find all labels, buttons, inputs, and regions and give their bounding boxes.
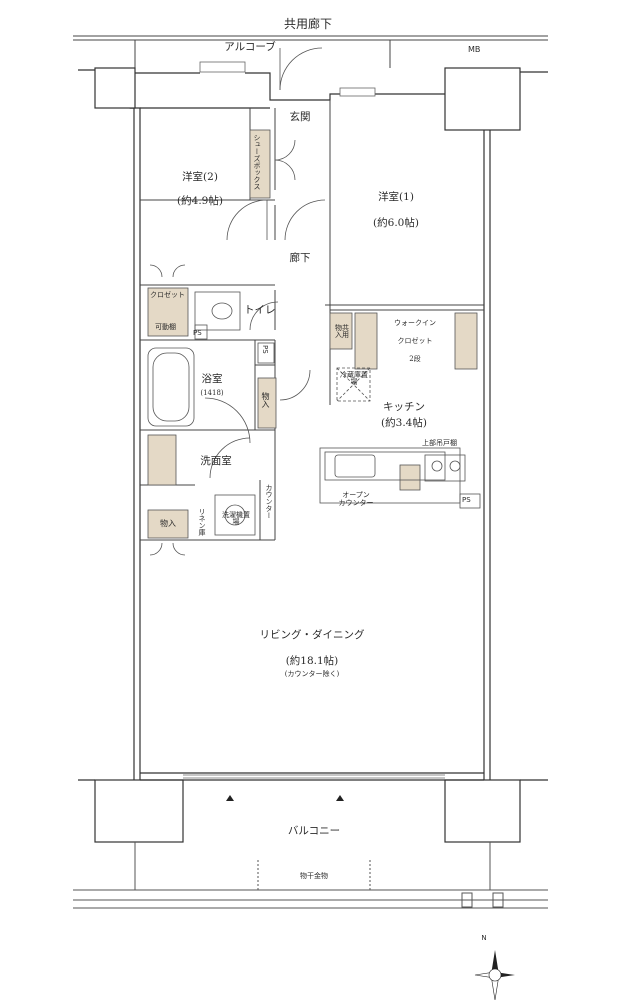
- linen-label: リネン庫: [198, 508, 206, 536]
- window-arrows: [226, 795, 344, 801]
- ldk-name: リビング・ダイニング: [259, 629, 365, 641]
- balcony: [73, 842, 548, 909]
- storage-label: 物入: [261, 392, 270, 408]
- toilet-label: トイレ: [244, 304, 276, 316]
- ps-vertical-label: PS: [261, 345, 269, 354]
- storage-shared-label: 物共入用: [335, 324, 349, 339]
- storage2-label: 物入: [160, 519, 176, 528]
- corridor-label: 共用廊下: [283, 17, 333, 31]
- movable-shelf-label: 可動棚: [155, 323, 176, 331]
- counter-vertical-label: カウンター: [265, 484, 273, 519]
- bathroom-size: (1418): [200, 389, 224, 397]
- balcony-label: バルコニー: [287, 825, 341, 837]
- bathroom-name: 浴室: [201, 373, 223, 385]
- shoe-box-label: シューズボックス: [253, 134, 261, 190]
- alcove-label: アルコーブ: [224, 41, 276, 53]
- walkin-label-2: クロゼット: [397, 337, 433, 345]
- two-tier-label: 2段: [409, 355, 421, 363]
- closet-label: クロゼット: [150, 291, 185, 299]
- washroom-label: 洗面室: [200, 455, 232, 467]
- western1-name: 洋室(1): [378, 191, 414, 203]
- outer-walls: [78, 67, 548, 843]
- ldk-size: (約18.1帖): [285, 655, 339, 667]
- kitchen-size: (約3.4帖): [381, 417, 427, 429]
- laundry-hanger-label: 物干金物: [300, 872, 328, 880]
- toilet-ps-label: PS: [193, 329, 202, 337]
- western2-size: (約4.9帖): [177, 195, 223, 207]
- door-swings: [149, 47, 326, 556]
- ldk-note: (カウンター除く): [284, 670, 340, 678]
- north-compass: [474, 950, 515, 1000]
- open-counter-1: オープン: [342, 491, 370, 499]
- kitchen-name: キッチン: [383, 401, 425, 413]
- windows: [183, 61, 445, 779]
- western2-name: 洋室(2): [182, 171, 218, 183]
- north-label: N: [481, 934, 487, 942]
- fridge-label: 冷蔵庫置場: [340, 371, 368, 386]
- walkin-label-1: ウォークイン: [394, 319, 436, 327]
- open-counter-2: カウンター: [338, 499, 374, 507]
- washer-label: 洗濯機置場: [222, 511, 250, 526]
- storage-areas: [147, 129, 478, 539]
- upper-cabinet-label: 上部吊戸棚: [422, 439, 457, 447]
- western1-size: (約6.0帖): [373, 217, 419, 229]
- kitchen-ps-label: PS: [462, 496, 471, 504]
- mb-label: MB: [468, 45, 481, 54]
- fixtures: [147, 291, 481, 536]
- interior-walls: [140, 100, 484, 541]
- corridor-lines: [73, 35, 548, 70]
- hallway-label: 廊下: [289, 252, 311, 264]
- entrance-label: 玄関: [289, 111, 311, 123]
